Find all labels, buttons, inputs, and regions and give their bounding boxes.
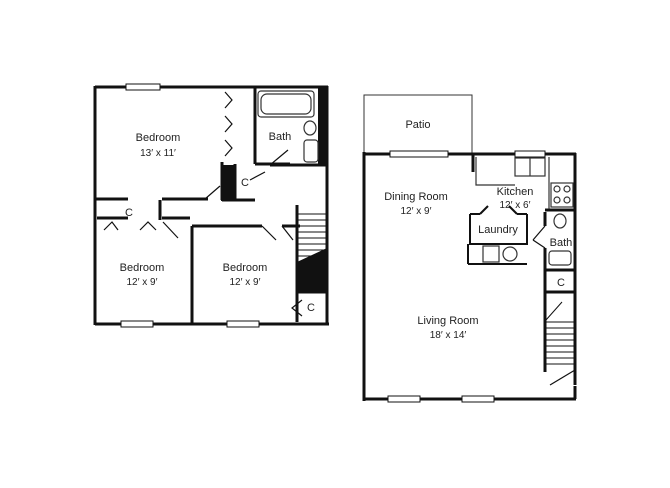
patio-label: Patio — [405, 119, 430, 131]
main-bath-fixtures — [548, 213, 572, 266]
sink-icon — [303, 139, 319, 163]
bedroom-right-size: 12′ x 9′ — [230, 277, 261, 288]
sink-icon — [548, 250, 572, 266]
main-labels: Patio Dining Room 12′ x 9′ Kitchen 12′ x… — [384, 119, 572, 341]
bedroom-left-size: 12′ x 9′ — [127, 277, 158, 288]
patio-outline — [363, 94, 473, 153]
kitchen-counters — [475, 157, 574, 209]
stove-icon — [550, 182, 574, 208]
bedroom-large-size: 13′ x 11′ — [140, 148, 176, 159]
washer-dryer-icons — [482, 245, 518, 263]
living-label: Living Room — [417, 315, 478, 327]
upper-windows — [120, 83, 260, 328]
upper-stairs — [298, 213, 326, 257]
kitchen-size: 12′ x 6′ — [500, 200, 531, 211]
main-doors — [532, 225, 576, 386]
upper-labels: Bedroom 13′ x 11′ Bath C C Bedroom 12′ x… — [120, 131, 315, 314]
living-size: 18′ x 14′ — [430, 330, 467, 341]
main-bath-label: Bath — [550, 237, 573, 249]
main-windows — [387, 150, 546, 403]
kitchen-label: Kitchen — [497, 186, 534, 198]
laundry-enclosure — [467, 205, 528, 265]
closet-stair-label: C — [307, 302, 315, 314]
upper-floor — [93, 85, 329, 326]
bedroom-left-label: Bedroom — [120, 262, 165, 274]
toilet-icon — [553, 213, 567, 229]
main-stairs — [545, 301, 574, 365]
closet-bedroom-label: C — [125, 207, 133, 219]
laundry-label: Laundry — [478, 224, 518, 236]
bedroom-right-label: Bedroom — [223, 262, 268, 274]
toilet-icon — [303, 120, 317, 136]
main-closet-label: C — [557, 277, 565, 289]
dining-label: Dining Room — [384, 191, 448, 203]
dining-size: 12′ x 9′ — [401, 206, 432, 217]
upper-doors — [103, 91, 303, 317]
closet-hall-label: C — [241, 177, 249, 189]
upper-bath-fixtures — [257, 90, 319, 163]
bedroom-large-label: Bedroom — [136, 132, 181, 144]
main-floor — [362, 152, 577, 401]
upper-bath-label: Bath — [269, 131, 292, 143]
upper-wall-fills — [221, 87, 328, 292]
